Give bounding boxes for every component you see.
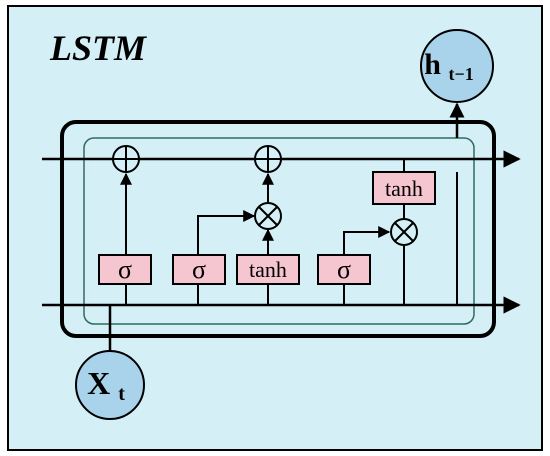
candidate-gate-label: tanh	[249, 257, 287, 282]
output-gate: σ	[317, 254, 371, 285]
output-gate-label: σ	[337, 255, 351, 284]
add-operator-1	[112, 145, 140, 173]
output-to-multiply-arrow	[343, 226, 391, 255]
input-to-multiply-arrow	[197, 210, 256, 255]
multiply-operator-1	[254, 202, 282, 230]
input-node-sub: t	[118, 383, 125, 405]
diagram-title: LSTM	[49, 28, 148, 68]
candidate-gate: tanh	[236, 254, 300, 285]
output-node-sub: t−1	[448, 64, 473, 84]
input-node-x: X t	[75, 350, 145, 420]
multiply-operator-2	[390, 218, 418, 246]
output-node-h: h t−1	[420, 29, 494, 103]
cell-tanh-gate: tanh	[372, 171, 436, 205]
cell-inner-border	[83, 137, 475, 325]
forget-gate-label: σ	[118, 255, 132, 284]
svg-text:h t−1: h t−1	[424, 48, 473, 84]
cell-outer-border	[60, 120, 496, 338]
svg-text:X t: X t	[87, 365, 125, 405]
input-gate-label: σ	[192, 255, 206, 284]
forget-gate: σ	[98, 254, 152, 285]
input-node-main: X	[87, 365, 110, 401]
add-operator-2	[254, 145, 282, 173]
output-node-main: h	[424, 48, 441, 81]
cell-tanh-label: tanh	[385, 176, 423, 201]
input-gate: σ	[172, 254, 226, 285]
